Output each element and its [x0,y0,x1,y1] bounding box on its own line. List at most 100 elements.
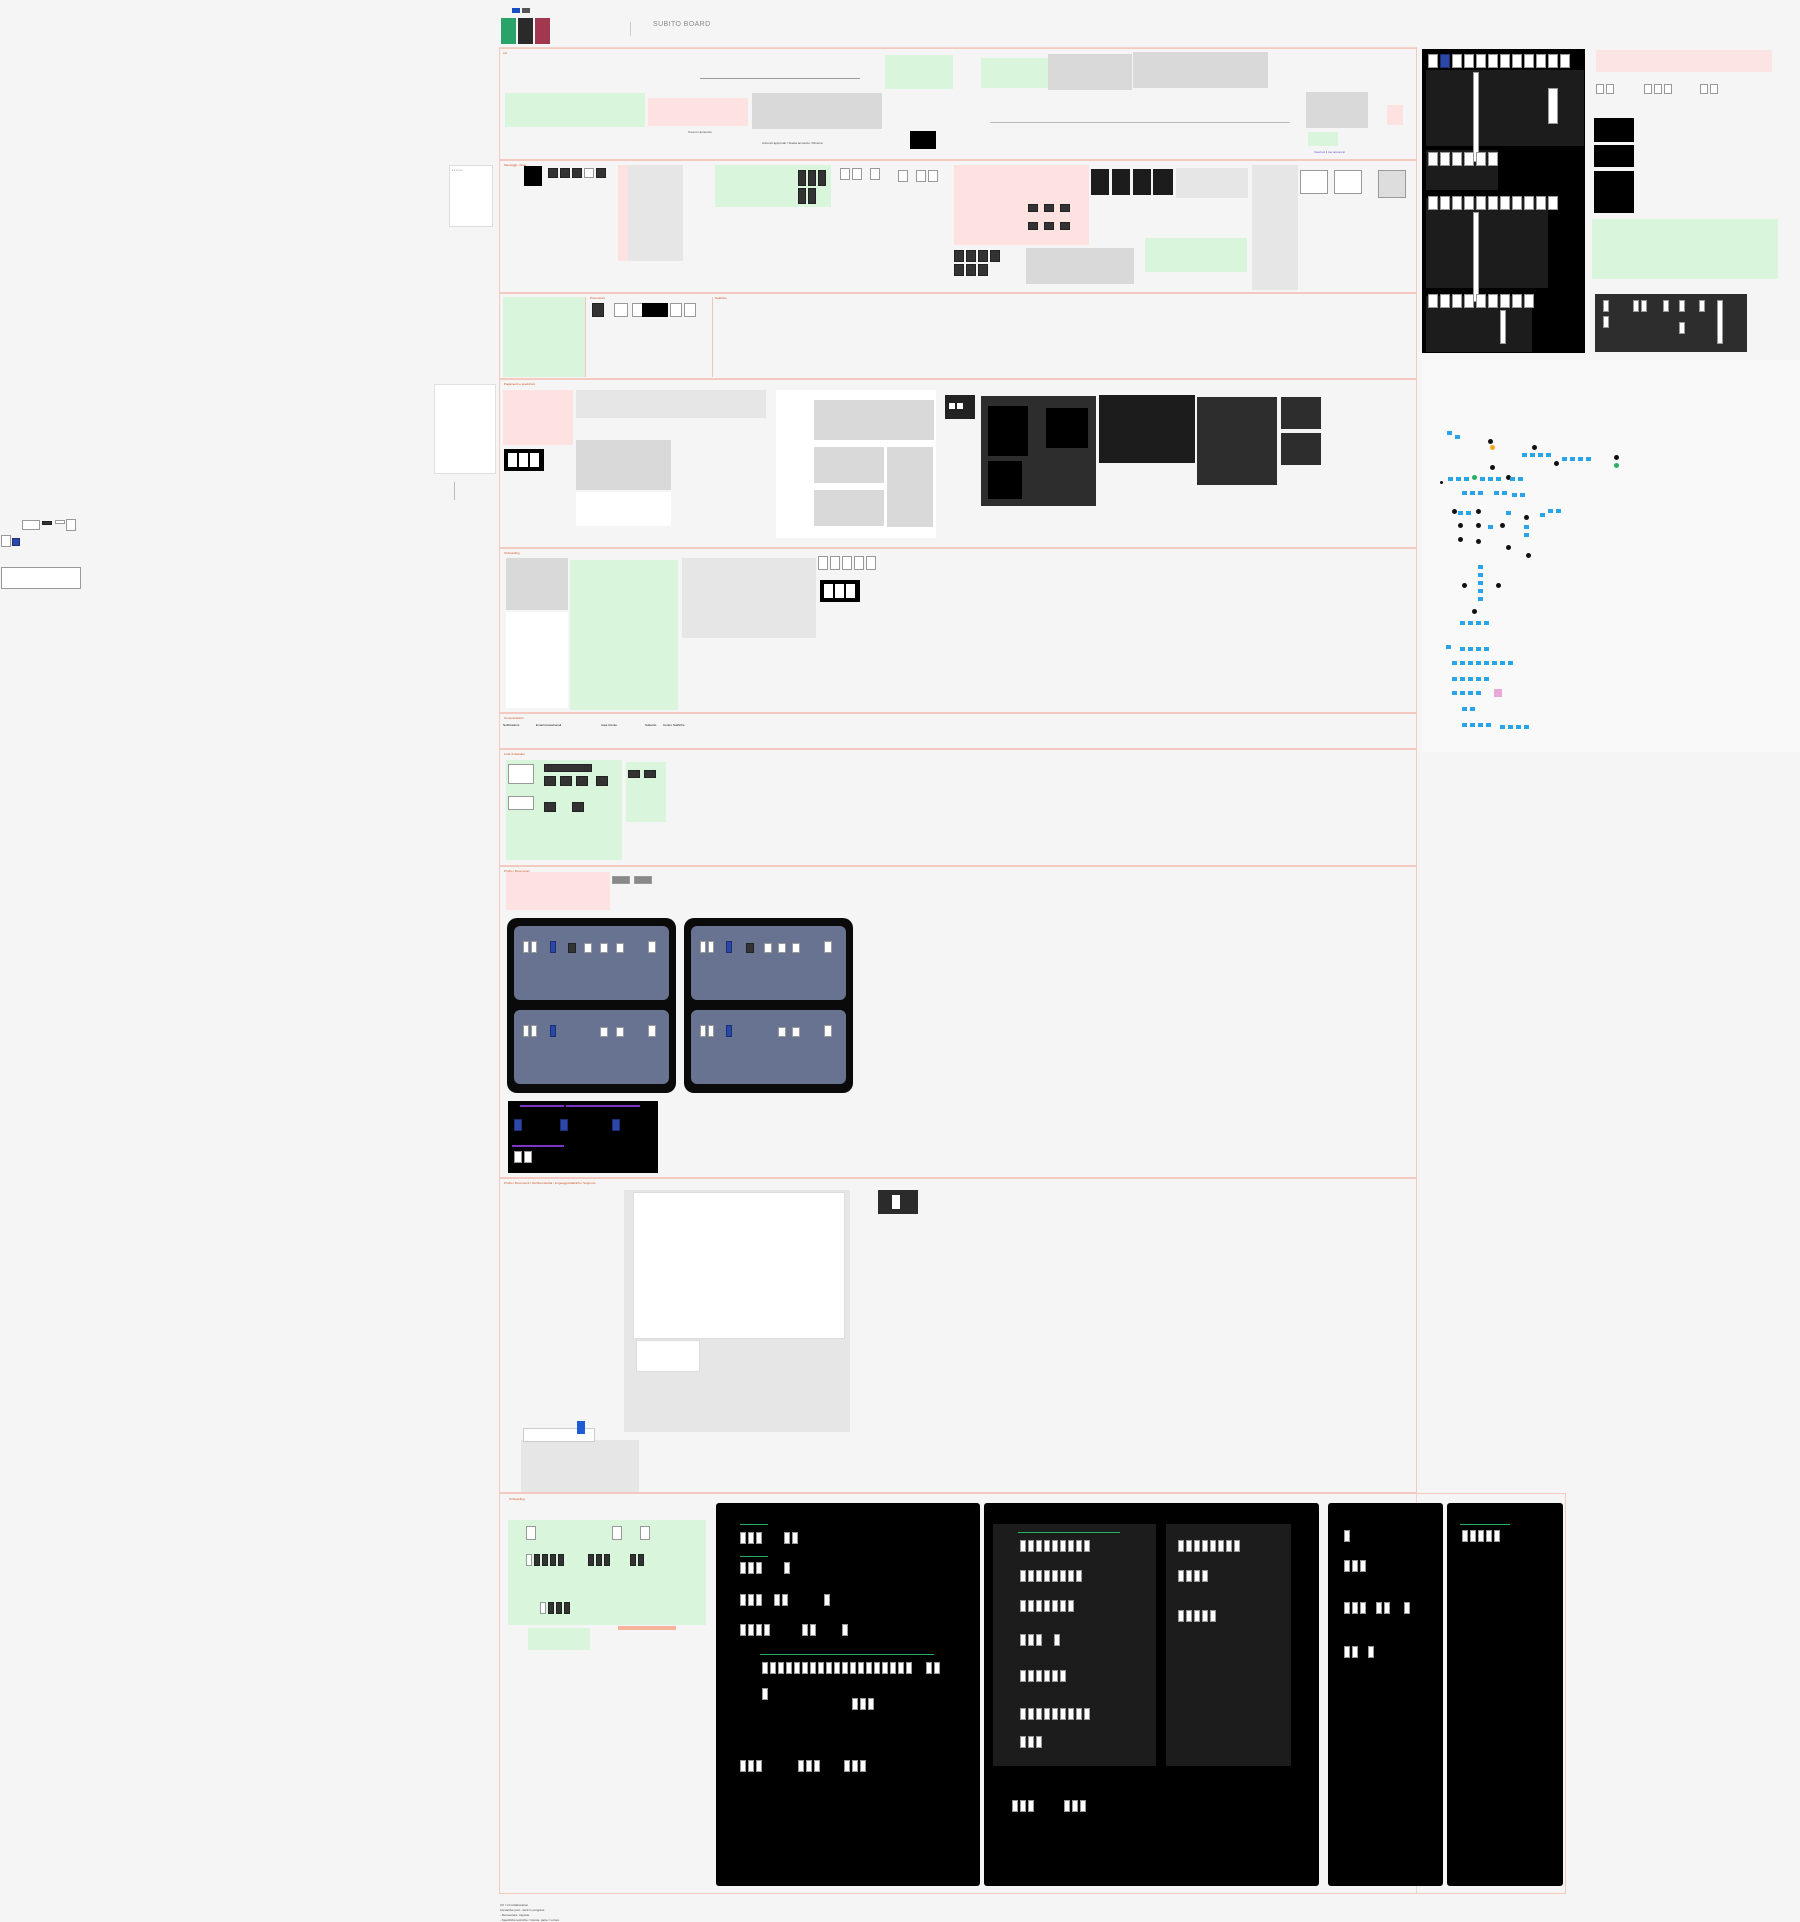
right-dark-inner-2 [1426,150,1498,190]
docs-white-area [633,1192,845,1339]
promo-black-inner-3 [988,461,1022,499]
comm-col-label: Email transazionali [536,723,562,727]
ad-dark-thumbnail[interactable] [910,131,936,149]
section-title: Onboarding [504,551,520,555]
section-title: Promozioni [590,296,606,300]
section-title: Comunicazioni [504,716,524,720]
purple-dark-panel[interactable] [508,1101,658,1173]
promo-pink-zone [503,390,573,445]
onboarding-orange-tag [618,1626,676,1630]
dark-thumb-row[interactable] [954,250,1004,280]
chat-thumb-dark[interactable] [524,166,542,186]
notif-dark-triple[interactable] [820,580,860,602]
notif-grey-zone-1 [506,558,568,610]
chat-flow-grey [628,165,683,261]
search-top-screens[interactable] [590,303,710,321]
cover-thumbnails[interactable] [501,18,561,44]
promo-dark-big-2[interactable] [1099,395,1195,463]
comm-col-label: Notifications [503,723,520,727]
section-title: Messaggi - Chat [504,163,526,167]
right-small-dark-2[interactable] [1594,145,1634,167]
section-ad[interactable]: Ad [499,48,1417,160]
section-wishlist[interactable]: Lista di desideri [499,749,1417,866]
profile-top-screens[interactable] [612,876,652,886]
section-profile-reviews[interactable]: Profilo / Recensioni [499,866,1417,1178]
promo-dark-big-3[interactable] [1197,397,1277,485]
payments-grey-zone [1252,165,1298,290]
mini-cluster-left[interactable] [0,515,82,595]
notes-panel: • • • • • • [449,165,493,227]
chat-flow-pink [618,165,628,261]
right-small-dark-3[interactable] [1594,171,1634,213]
comm-col-label: Sollecito [645,723,657,727]
right-pink-strip [1596,50,1772,72]
inline-label-c: Inserisci il tuo annuncio [1314,150,1346,154]
section-title: Onboarding [509,1497,525,1501]
docs-dark-thumb[interactable] [878,1190,918,1214]
section-promotions[interactable]: Pagamenti e spedizioni [499,379,1417,548]
wishlist-screens[interactable] [508,764,658,834]
ad-zone-green [505,93,645,127]
flow-diagram[interactable] [1422,425,1632,755]
notif-white-zone [506,612,568,708]
promo-grey-6 [887,447,933,527]
search-screens[interactable] [840,168,950,196]
payments-green-zone [1145,238,1247,272]
onboarding-screens[interactable] [520,1524,690,1614]
notif-grey-zone [1176,168,1248,198]
inline-label-b: Annunci approvati / Scelta annuncio / Ri… [762,141,823,145]
promo-white-2 [576,492,671,526]
right-top-icons [1596,84,1746,98]
section-profile-docs[interactable]: Profilo / Documenti / Verifica identità … [499,1178,1417,1493]
section-divider [585,297,586,377]
promo-dark-small[interactable] [945,395,975,419]
right-dark-inner-3 [1426,198,1548,288]
panel2-screens [1012,1530,1280,1830]
section-notifications[interactable]: Onboarding [499,548,1417,713]
ad-green-small [1308,132,1338,146]
promo-grey-zone [576,390,766,418]
docs-blue-badge[interactable] [577,1421,585,1434]
section-divider [712,297,713,377]
right-small-dark-1[interactable] [1594,118,1634,142]
payments-grey-lower [1026,248,1134,284]
section-communications[interactable]: Comunicazioni Notifications Email transa… [499,713,1417,749]
chat-dark-screens[interactable] [798,170,828,206]
inline-label-a: Crea un annuncio [688,130,712,134]
promo-dark-triple[interactable] [504,449,544,471]
profile-pink-zone [506,872,610,910]
promo-dark-grid[interactable] [1026,202,1092,238]
chat-screens-row[interactable] [548,168,614,180]
onboarding-inner-dark-2 [1166,1524,1291,1766]
section-title: Ad [503,51,507,55]
promo-dark-small-3[interactable] [1281,433,1321,465]
promo-grey-3 [814,400,934,440]
promo-grey-2 [576,440,671,490]
notif-top-screens[interactable] [818,556,890,572]
onboarding-green-small [528,1628,590,1650]
flow-connector [700,78,860,79]
sketch-lines [454,482,467,500]
docs-white-small [636,1340,700,1372]
ad-grey-block-5 [1306,92,1368,128]
panel4-screens [1460,1524,1520,1544]
section-onboarding[interactable]: Onboarding [499,1493,1566,1894]
board-title: SUBITO BOARD [653,21,711,28]
right-dark-zone-screens [1603,298,1733,348]
section-title: Profilo / Recensioni [504,869,530,873]
payments-screens[interactable] [1300,170,1408,206]
ad-green-block-2 [885,55,953,89]
section-messages[interactable]: Messaggi - Chat [499,160,1417,293]
right-green-zone [1592,219,1778,279]
panel3-screens [1340,1520,1440,1660]
dark-panel-row[interactable] [1091,169,1173,195]
notif-green-zone [570,560,678,710]
ad-flow-grey [752,93,882,129]
search-green-zone [503,297,585,377]
ad-green-block-3 [981,58,1048,88]
onboarding-black-panel-4[interactable] [1447,1503,1563,1886]
section-title: Profilo / Documenti / Verifica identità … [504,1181,596,1185]
comm-col-label: Centro Notifiche [663,723,685,727]
promo-dark-small-2[interactable] [1281,397,1321,429]
